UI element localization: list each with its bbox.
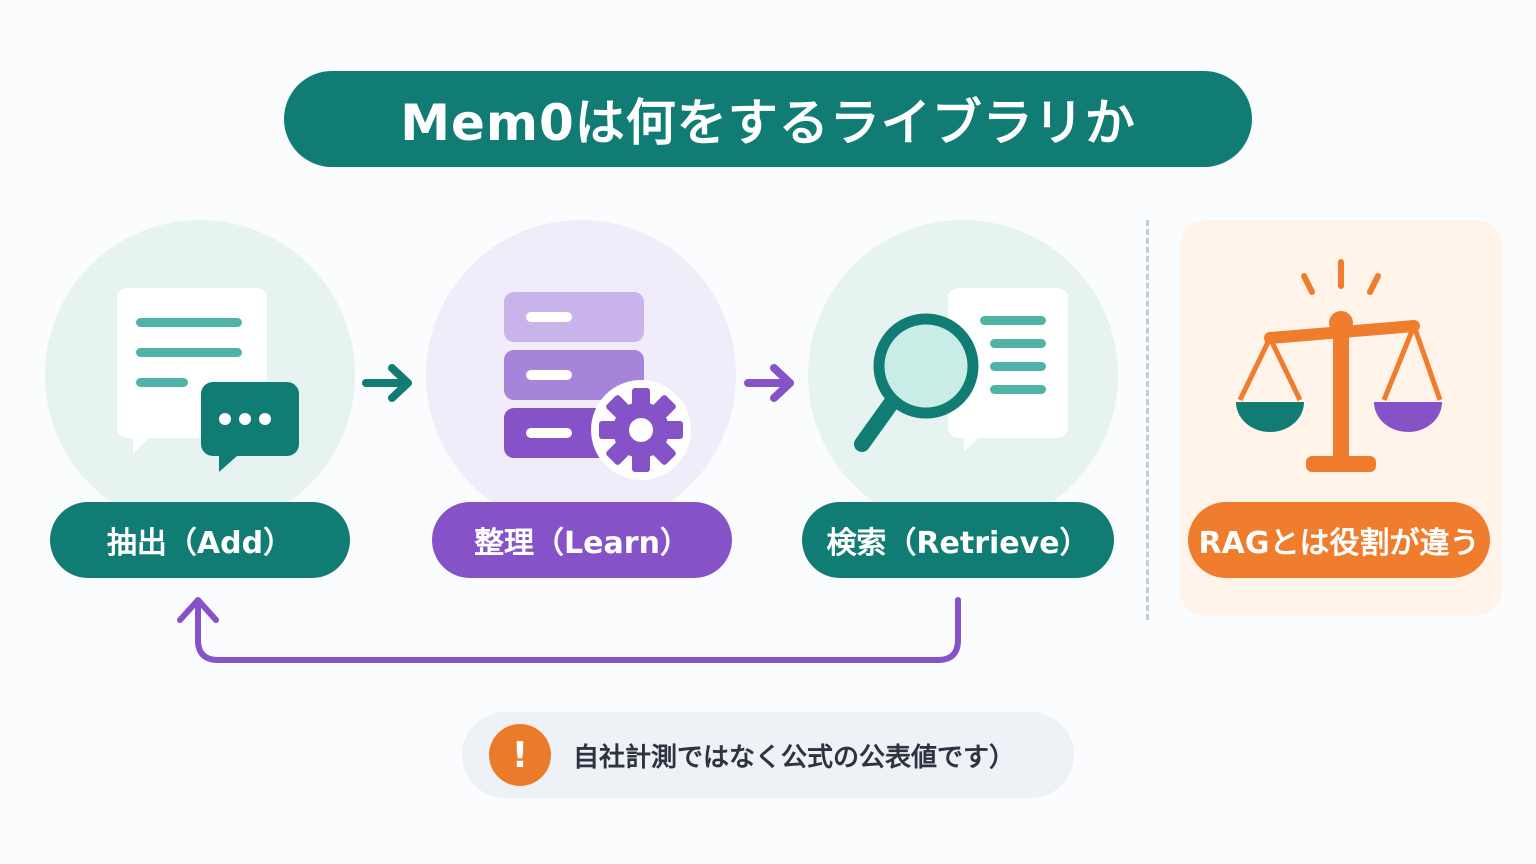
section-divider: [1146, 220, 1149, 620]
arrow-right-icon: [744, 364, 794, 402]
database-gear-icon: [504, 292, 691, 480]
step-add-label: 抽出（Add）: [50, 502, 350, 578]
rag-label: RAGとは役割が違う: [1188, 502, 1490, 578]
arrow-right-icon: [362, 364, 412, 402]
chat-bubbles-icon: [117, 288, 299, 472]
disclaimer-text: 自社計測ではなく公式の公表値です）: [573, 742, 1016, 773]
step-retrieve-label: 検索（Retrieve）: [802, 502, 1114, 578]
page-title: Mem0は何をするライブラリか: [284, 71, 1252, 167]
magnifier-document-icon: [854, 288, 1068, 452]
disclaimer-note: ! 自社計測ではなく公式の公表値です）: [462, 712, 1074, 798]
step-learn-label: 整理（Learn）: [432, 502, 732, 578]
balance-scale-icon: [1236, 259, 1443, 472]
warning-icon: !: [489, 724, 551, 786]
